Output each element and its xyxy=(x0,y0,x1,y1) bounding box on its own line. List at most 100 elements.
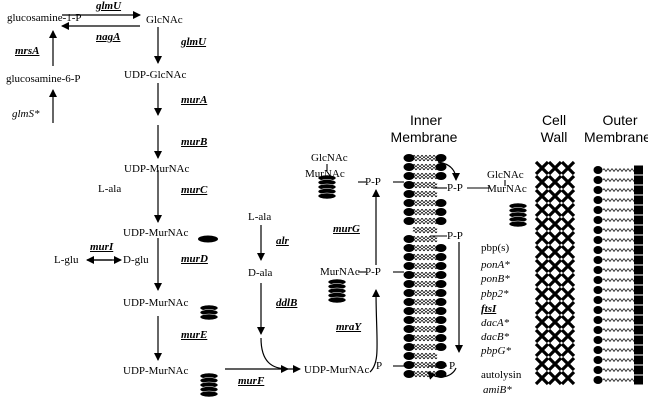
peptidoglycan-cross xyxy=(547,328,563,344)
lps-block xyxy=(634,295,643,305)
lps-block xyxy=(634,335,643,345)
glcnac: GlcNAc xyxy=(146,14,183,26)
lipid-pp-2: P-P xyxy=(365,266,381,278)
outer-lipid-tail xyxy=(602,238,636,242)
lipid-tail xyxy=(412,220,438,225)
lipid-tail xyxy=(412,352,438,357)
outer-lipid-tail xyxy=(602,258,636,262)
gene-pbpG: pbpG* xyxy=(481,345,511,357)
peptidoglycan-cross xyxy=(560,258,576,274)
lipid-head xyxy=(403,316,415,324)
outer-lipid-head xyxy=(593,166,603,174)
lipid-glcnac-1: GlcNAc xyxy=(311,152,348,164)
peptidoglycan-cross xyxy=(560,216,576,232)
enzyme-murI: murI xyxy=(90,241,114,253)
lipid-tail xyxy=(412,256,438,261)
peptidoglycan-cross xyxy=(534,300,550,316)
outer-lipid-head xyxy=(593,186,603,194)
lipid-head xyxy=(403,235,415,243)
peptidoglycan-cross xyxy=(560,356,576,372)
enzyme-murG: murG xyxy=(333,223,360,235)
lipid-tail xyxy=(412,244,438,249)
lipid-head xyxy=(435,316,447,324)
udp-murnac-2: UDP-MurNAc xyxy=(123,227,189,239)
lps-block xyxy=(634,205,643,215)
gene-dacA: dacA* xyxy=(481,317,510,329)
murG-site-protein-marker xyxy=(317,174,337,200)
outer-lipid-head xyxy=(593,366,603,374)
outer-lipid-head xyxy=(593,296,603,304)
peptidoglycan-cross xyxy=(560,328,576,344)
peptidoglycan-cross xyxy=(560,244,576,260)
lps-block xyxy=(634,325,643,335)
d-ala: D-ala xyxy=(248,267,273,279)
lipid-head xyxy=(435,208,447,216)
lipid-head xyxy=(403,361,415,369)
lipid-tail xyxy=(412,283,438,288)
lipid-murnac-1: MurNAc xyxy=(305,168,345,180)
peptidoglycan-cross xyxy=(534,328,550,344)
murD-protein-marker xyxy=(198,235,218,243)
peptidoglycan-cross xyxy=(547,356,563,372)
lipid-head xyxy=(403,154,415,162)
lps-block xyxy=(634,265,643,275)
gene-amiB: amiB* xyxy=(483,384,512,396)
lipid-head xyxy=(435,370,447,378)
lipid-head xyxy=(403,271,415,279)
lipid-tail xyxy=(412,325,438,330)
lipid-tail xyxy=(412,181,438,186)
lipid-pp-3: P-P xyxy=(447,182,463,194)
lipid-tail xyxy=(412,301,438,306)
lipid-head xyxy=(435,289,447,297)
lipid-head xyxy=(403,199,415,207)
lipid-tail xyxy=(412,247,438,252)
lps-block xyxy=(634,185,643,195)
protein-disk xyxy=(199,313,219,321)
lps-block xyxy=(634,195,643,205)
lipid-tail xyxy=(412,157,438,162)
lipid-tail xyxy=(412,289,438,294)
outer-lipid-tail xyxy=(602,278,636,282)
outer-lipid-tail xyxy=(602,168,636,172)
lps-block xyxy=(634,315,643,325)
lipid-head xyxy=(403,217,415,225)
outer-lipid-tail xyxy=(602,318,636,322)
outer-lipid-tail xyxy=(602,218,636,222)
lipid-tail xyxy=(412,190,438,195)
glucosamine-6-phosphate: glucosamine-6-P xyxy=(6,73,81,85)
lipid-head xyxy=(435,361,447,369)
peptidoglycan-cross xyxy=(560,272,576,288)
peptidoglycan-cross xyxy=(534,202,550,218)
peptidoglycan-cross xyxy=(547,174,563,190)
lipid-tail xyxy=(412,193,438,198)
lipid-head xyxy=(403,343,415,351)
lps-block xyxy=(634,345,643,355)
enzyme-glmU: glmU xyxy=(181,36,207,48)
lipid-head xyxy=(435,163,447,171)
lipid-head xyxy=(403,280,415,288)
l-ala-1: L-ala xyxy=(98,183,122,195)
outer-lipid-head xyxy=(593,326,603,334)
arrow-mraY xyxy=(369,289,381,373)
outer-lipid-tail xyxy=(602,308,636,312)
inner-membrane-header-line1: Inner xyxy=(410,112,442,128)
peptidoglycan-cross xyxy=(534,160,550,176)
lps-block xyxy=(634,165,643,175)
enzyme-glmS: glmS* xyxy=(12,108,40,120)
peptidoglycan-cross xyxy=(547,272,563,288)
lipid-tail xyxy=(412,364,438,369)
outer-lipid-head xyxy=(593,316,603,324)
outer-lipid-tail xyxy=(602,228,636,232)
gene-ponA: ponA* xyxy=(481,259,510,271)
outer-lipid-tail xyxy=(602,178,636,182)
lipid-head xyxy=(435,334,447,342)
lipid-head xyxy=(435,253,447,261)
outer-membrane-header-line2: Membrane xyxy=(584,129,648,145)
lipid-tail xyxy=(412,175,438,180)
outer-lipid-head xyxy=(593,346,603,354)
peptidoglycan-cross xyxy=(547,244,563,260)
lipid-tail xyxy=(412,271,438,276)
lipid-tail xyxy=(412,292,438,297)
peptidoglycan-cross xyxy=(534,342,550,358)
outer-lipid-tail xyxy=(602,378,636,382)
